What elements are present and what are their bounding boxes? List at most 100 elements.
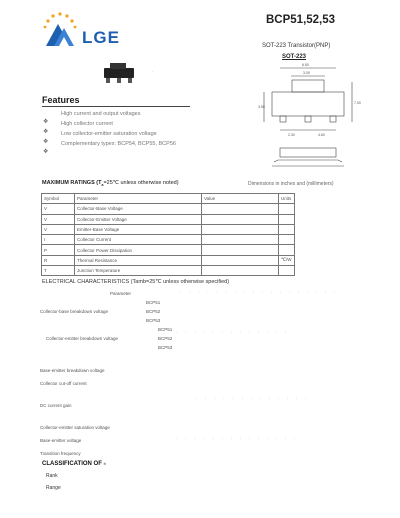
row-part: BCP52 [146, 309, 161, 314]
cell-unit [278, 213, 295, 225]
cell-unit: ℃/W [278, 254, 295, 267]
cell-param: Emitter-Base Voltage [74, 223, 202, 236]
dimensions-note: Dimensions in inches and (millimeters) [248, 181, 334, 187]
table-header-row: Symbol Parameter Value Units [41, 192, 295, 205]
row-label: Transition frequency [40, 451, 81, 456]
features-list: ❖ High current and output voltages ❖ Hig… [43, 110, 243, 155]
row-part: BCP52 [158, 336, 173, 341]
cell-symbol: R [41, 254, 75, 267]
table-row: Collector-emitter saturation voltage [40, 416, 360, 430]
part-title: BCP51,52,53 [266, 14, 336, 26]
feature-text: High current and output voltages [61, 111, 141, 117]
cell-unit [278, 203, 295, 215]
cell-value [201, 203, 279, 215]
cell-unit [278, 234, 295, 246]
table-row: Collector-emitter breakdown voltage BCP51 [40, 327, 360, 341]
table-row: BCP53 [40, 318, 360, 327]
table-row: Base-emitter voltage [40, 429, 360, 443]
row-label: DC current gain [40, 403, 72, 408]
cell-param: Thermal Resistance [74, 254, 202, 267]
classification-heading: CLASSIFICATION OF h [42, 461, 106, 467]
classification-heading-text: CLASSIFICATION OF [42, 461, 102, 467]
table-row: BCP53 [40, 345, 360, 359]
dotted-values-2: · · · · · · · · · · · · · [176, 330, 290, 336]
cell-param: Junction Temperature [74, 265, 202, 277]
outline-drawing: 6.50 3.00 3.50 7.00 2.30 4.60 [258, 63, 361, 167]
feature-text: Low collector-emitter saturation voltage [61, 131, 157, 137]
package-image: · [104, 63, 153, 83]
rank-label: Rank [46, 473, 58, 479]
cell-unit [278, 223, 295, 236]
table-row: BCP52 [40, 309, 360, 318]
cell-symbol: P [41, 244, 75, 256]
cell-value [201, 234, 279, 246]
row-label: Collector-base breakdown voltage [40, 309, 109, 314]
cell-symbol: V [41, 223, 75, 236]
classification-sub: h [103, 461, 106, 466]
cell-value [201, 244, 279, 256]
table-row: Collector cut-off current [40, 372, 360, 394]
diamond-bullet-icon: ❖ [43, 139, 49, 145]
row-label: Collector-emitter breakdown voltage [46, 336, 119, 341]
row-label: Collector-emitter saturation voltage [40, 425, 110, 430]
cell-symbol: V [41, 203, 75, 215]
features-rule [42, 106, 190, 107]
dim-right: 7.00 [354, 101, 361, 105]
feature-text: High collector current [61, 121, 113, 127]
diamond-bullet-icon: ❖ [43, 149, 49, 155]
cell-symbol: I [41, 234, 75, 246]
dim-mid: 3.00 [303, 71, 310, 75]
table-row: Collector-base breakdown voltage BCP51 [40, 300, 360, 314]
table-row: DC current gain [40, 394, 360, 416]
cell-param: Collector-Emitter Voltage [74, 213, 202, 225]
dim-top: 6.50 [302, 63, 309, 67]
col-symbol: Symbol [41, 192, 75, 205]
company-logo: LGE [40, 10, 140, 52]
features-heading: Features [42, 95, 80, 105]
table-row: Transition frequency [40, 442, 360, 456]
cell-value [201, 213, 279, 225]
row-part: BCP51 [146, 300, 161, 305]
table-row: Base-emitter breakdown voltage [40, 359, 360, 373]
list-item: ❖ High collector current [43, 120, 243, 135]
logo-text: LGE [82, 28, 120, 47]
logo-emblem-icon [43, 12, 77, 46]
param-column-label: Parameter [110, 291, 132, 296]
dim-left: 3.50 [258, 105, 265, 109]
dim-b2: 4.60 [318, 133, 325, 137]
part-subtitle: SOT-223 Transistor(PNP) [262, 43, 331, 49]
diamond-bullet-icon: ❖ [43, 119, 49, 125]
svg-text:·: · [152, 69, 153, 74]
list-item: ❖ Complementary types: BCP54, BCP55, BCP… [43, 140, 243, 155]
table-row: BCP52 [40, 336, 360, 345]
cell-param: Collector-Base Voltage [74, 203, 202, 215]
range-label: Range [46, 485, 61, 491]
max-ratings-heading-a: MAXIMUM RATINGS (T [42, 180, 102, 186]
col-value: Value [201, 192, 279, 205]
row-label: Base-emitter voltage [40, 438, 82, 443]
package-label: SOT-223 [282, 54, 307, 60]
row-part: BCP51 [158, 327, 173, 332]
feature-text: Complementary types: BCP54, BCP55, BCP56 [61, 141, 176, 147]
cell-param: Collector Power Dissipation [74, 244, 202, 256]
col-units: Units [278, 192, 295, 205]
list-item: ❖ Low collector-emitter saturation volta… [43, 130, 243, 145]
dim-b1: 2.30 [288, 133, 295, 137]
list-item: ❖ High current and output voltages [43, 110, 243, 125]
electrical-heading: ELECTRICAL CHARACTERISTICS (Tamb=25℃ unl… [42, 279, 230, 285]
cell-param: Collector Current [74, 234, 202, 246]
cell-value [201, 265, 279, 277]
cell-symbol: T [41, 265, 75, 277]
dotted-values-4: · · · · · · · · · · · · · · [176, 436, 299, 442]
max-ratings-heading-b: =25℃ unless otherwise noted) [103, 180, 179, 186]
dotted-values-3: · · · · · · · · · · · · · [196, 396, 310, 402]
cell-unit [278, 265, 295, 277]
max-ratings-heading: MAXIMUM RATINGS (Ta=25℃ unless otherwise… [42, 180, 179, 188]
